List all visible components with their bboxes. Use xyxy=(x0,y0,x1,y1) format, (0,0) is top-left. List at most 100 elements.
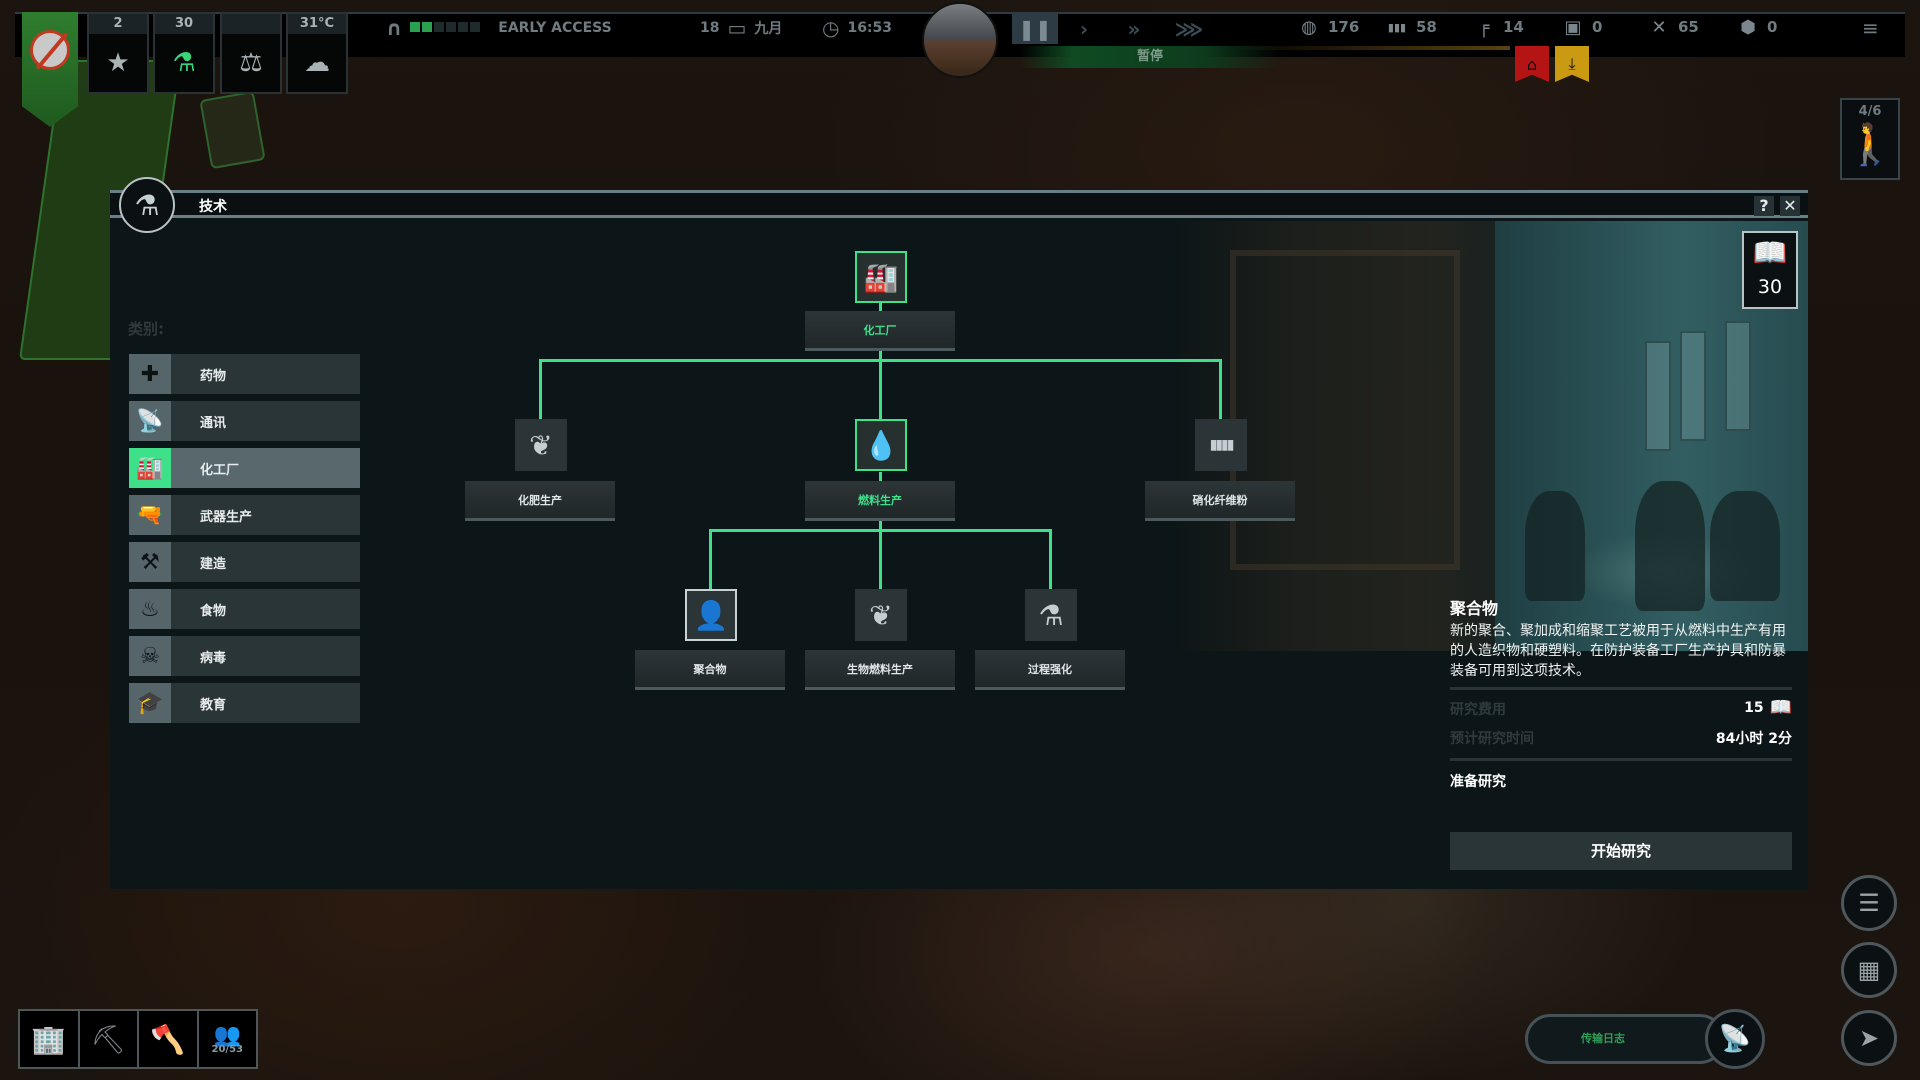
category-label: 武器生产 xyxy=(200,509,253,525)
coin-icon: ◍ xyxy=(1301,16,1317,38)
resource-weapons: ╒14 xyxy=(1473,16,1524,38)
connector xyxy=(879,303,882,312)
hammer-wrench-icon: ⚒ xyxy=(129,542,171,582)
microscope-icon: ⚗ xyxy=(119,177,175,233)
tech-chemical-plant[interactable]: 化工厂 xyxy=(805,311,955,351)
category-communication[interactable]: 📡通讯 xyxy=(129,401,360,441)
bowl-icon: ♨ xyxy=(129,589,171,629)
tech-polymers[interactable]: 聚合物 xyxy=(635,650,785,690)
category-weapons[interactable]: 🔫武器生产 xyxy=(129,495,360,535)
construction-button[interactable]: ⛏ xyxy=(80,1011,139,1067)
medicine-icon: ✚ xyxy=(129,354,171,394)
early-access-label: EARLY ACCESS xyxy=(498,20,612,36)
connector xyxy=(539,359,1222,362)
help-button[interactable]: ? xyxy=(1754,196,1774,216)
transmission-log[interactable]: 传输日志 xyxy=(1525,1014,1725,1064)
start-research-button[interactable]: 开始研究 xyxy=(1450,832,1792,870)
time-label: 预计研究时间 xyxy=(1450,731,1534,747)
connector xyxy=(709,529,1052,532)
stat-reputation[interactable]: 2 ★ xyxy=(87,12,149,94)
category-label: 药物 xyxy=(200,368,227,384)
tech-nitrocellulose-icon[interactable]: ▮▮▮▮ xyxy=(1195,419,1247,471)
research-points-badge: 📖 30 xyxy=(1742,231,1798,309)
download-alert-icon: ⤓ xyxy=(1568,54,1576,73)
stat-research[interactable]: 30 ⚗ xyxy=(153,12,215,94)
tech-fuel-icon[interactable]: 💧 xyxy=(855,419,907,471)
book-icon: 📖 xyxy=(1769,697,1792,718)
category-construction[interactable]: ⚒建造 xyxy=(129,542,360,582)
cost-value-row: 15📖 xyxy=(1744,697,1792,718)
pause-icon: ❚❚ xyxy=(1018,17,1052,41)
time-display: ◷ 16:53 xyxy=(822,16,892,40)
transmission-log-label: 传输日志 xyxy=(1581,1032,1625,1045)
tech-biofuel[interactable]: 生物燃料生产 xyxy=(805,650,955,690)
faction-emblem[interactable] xyxy=(22,12,78,127)
layers-button[interactable]: ☰ xyxy=(1841,875,1897,931)
tech-title: 聚合物 xyxy=(1450,599,1499,618)
divider xyxy=(1450,758,1792,761)
speed-2-button[interactable]: » xyxy=(1111,14,1157,44)
category-education[interactable]: 🎓教育 xyxy=(129,683,360,723)
tech-chemical-plant-icon[interactable]: 🏭 xyxy=(855,251,907,303)
category-label: 类别: xyxy=(128,320,164,338)
population-button[interactable]: 👥20/53 xyxy=(199,1011,257,1067)
people-icon: 👥 xyxy=(213,1023,241,1048)
menu-button[interactable]: ≡ xyxy=(1862,16,1879,40)
category-chemical-plant[interactable]: 🏭化工厂 xyxy=(129,448,360,488)
stat-law[interactable]: ⚖ xyxy=(220,12,282,94)
tech-fertilizer[interactable]: 化肥生产 xyxy=(465,481,615,521)
progress-bar xyxy=(410,20,482,36)
speed-1-button[interactable]: › xyxy=(1061,14,1107,44)
connector xyxy=(879,520,882,590)
book-icon: 📖 xyxy=(1752,236,1788,269)
temperature: 31°C xyxy=(288,14,346,34)
download-alert-banner[interactable]: ⤓ xyxy=(1555,46,1589,82)
cloud-icon: ☁ xyxy=(304,48,330,78)
squad-selector[interactable]: 4/6 🚶 xyxy=(1840,98,1900,180)
tech-polymers-icon[interactable]: 👤 xyxy=(685,589,737,641)
panel-header: 技术 ? ✕ xyxy=(110,190,1808,218)
house-alert-banner[interactable]: ⌂ xyxy=(1515,46,1549,82)
microscope-icon: ⚗ xyxy=(172,48,196,78)
buildings-button[interactable]: 🏢 xyxy=(20,1011,80,1067)
tech-process-intensification-icon[interactable]: ⚗ xyxy=(1025,589,1077,641)
compass-button[interactable]: ➤ xyxy=(1841,1010,1897,1066)
scavenge-button[interactable]: 🪓 xyxy=(139,1011,199,1067)
tech-fertilizer-icon[interactable]: ❦ xyxy=(515,419,567,471)
pause-status: 暂停 xyxy=(1020,46,1280,68)
axe-icon: 🪓 xyxy=(150,1022,186,1056)
radio-button[interactable]: 📡 xyxy=(1705,1009,1765,1069)
category-virus[interactable]: ☠病毒 xyxy=(129,636,360,676)
resource-ammo: ▮▮▮58 xyxy=(1386,16,1437,38)
connector xyxy=(879,350,882,450)
time: 16:53 xyxy=(847,20,893,36)
map-zone xyxy=(199,90,266,170)
building-icon: 🏢 xyxy=(31,1022,67,1056)
tech-nitrocellulose[interactable]: 硝化纤维粉 xyxy=(1145,481,1295,521)
resource-value: 0 xyxy=(1592,18,1603,36)
stat-value: 30 xyxy=(155,14,213,34)
resource-value: 14 xyxy=(1503,18,1524,36)
speed-3-button[interactable]: ⋙ xyxy=(1166,14,1212,44)
panel-title: 技术 xyxy=(199,199,227,215)
trowel-icon: ⛏ xyxy=(90,1022,127,1056)
stat-weather[interactable]: 31°C ☁ xyxy=(286,12,348,94)
tech-fuel[interactable]: 燃料生产 xyxy=(805,481,955,521)
walking-person-icon: 🚶 xyxy=(1845,122,1895,168)
resource-value: 0 xyxy=(1767,18,1778,36)
connector xyxy=(709,529,712,589)
stat-value xyxy=(222,14,280,34)
grid-button[interactable]: ▦ xyxy=(1841,942,1897,998)
resource-value: 65 xyxy=(1678,18,1699,36)
factory-icon: 🏭 xyxy=(129,448,171,488)
no-zombie-icon xyxy=(30,29,70,70)
tech-biofuel-icon[interactable]: ❦ xyxy=(855,589,907,641)
close-button[interactable]: ✕ xyxy=(1780,196,1800,216)
pause-button[interactable]: ❚❚ xyxy=(1012,14,1058,44)
category-food[interactable]: ♨食物 xyxy=(129,589,360,629)
tech-process-intensification[interactable]: 过程强化 xyxy=(975,650,1125,690)
hamburger-icon: ≡ xyxy=(1862,16,1879,40)
category-medicine[interactable]: ✚ 药物 xyxy=(129,354,360,394)
house-alert-icon: ⌂ xyxy=(1526,54,1538,74)
